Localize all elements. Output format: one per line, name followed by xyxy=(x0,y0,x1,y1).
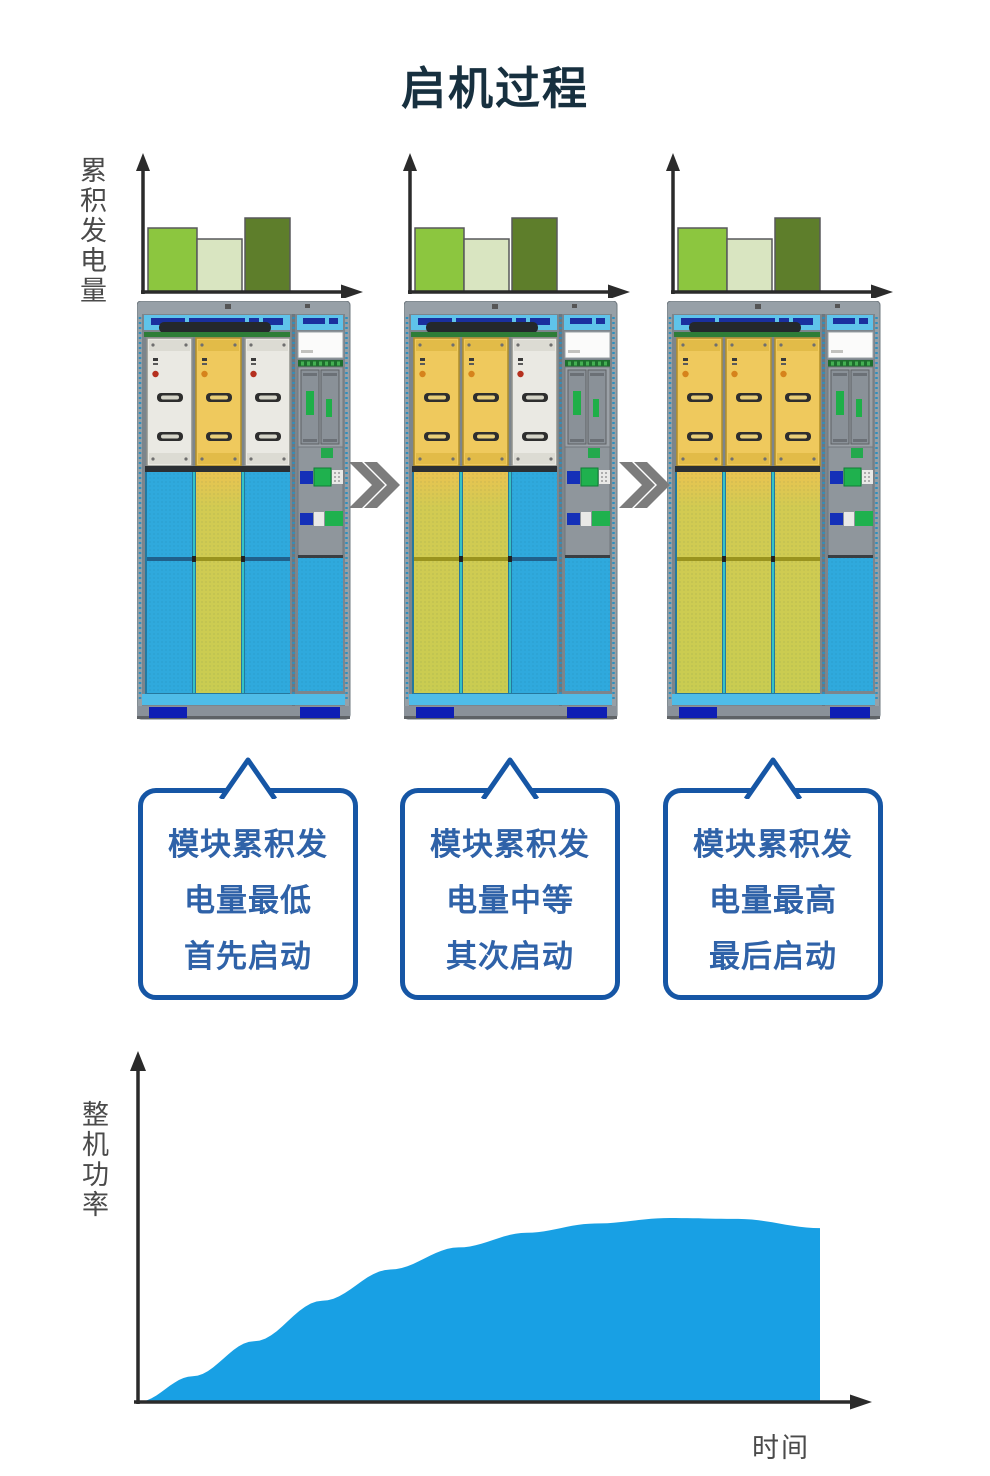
callout-medium-second-start: 模块累积发 电量中等 其次启动 xyxy=(400,757,620,1000)
callout-line: 最后启动 xyxy=(709,939,837,974)
cabinet-illustration-2 xyxy=(404,301,618,720)
y-axis-label-cumulative-generation: 累积发电量 xyxy=(76,156,106,306)
callout-line: 其次启动 xyxy=(446,939,574,974)
callout-line: 模块累积发 xyxy=(430,827,590,862)
mini-bar-chart-3 xyxy=(666,153,893,298)
callout-line: 电量最低 xyxy=(184,883,312,918)
callout-pointer-icon xyxy=(743,757,803,799)
callout-line: 首先启动 xyxy=(184,939,312,974)
x-axis-label-time: 时间 xyxy=(752,1433,810,1463)
double-chevron-icon xyxy=(619,462,670,508)
mini-bar-chart-2 xyxy=(403,153,630,298)
callout-highest-last-start: 模块累积发 电量最高 最后启动 xyxy=(663,757,883,1000)
page-title: 启机过程 xyxy=(400,63,589,114)
mini-bar-chart-1 xyxy=(136,153,363,298)
callout-pointer-icon xyxy=(218,757,278,799)
callout-line: 电量中等 xyxy=(446,883,574,918)
callout-line: 电量最高 xyxy=(709,883,837,918)
double-chevron-icon xyxy=(349,462,400,508)
cabinet-illustration-1 xyxy=(137,301,351,720)
power-curve-chart xyxy=(130,1051,872,1410)
callout-lowest-first-start: 模块累积发 电量最低 首先启动 xyxy=(138,757,358,1000)
callout-pointer-icon xyxy=(480,757,540,799)
callout-line: 模块累积发 xyxy=(693,827,853,862)
cabinet-illustration-3 xyxy=(667,301,881,720)
callout-line: 模块累积发 xyxy=(168,827,328,862)
y-axis-label-total-power: 整机功率 xyxy=(78,1100,108,1220)
